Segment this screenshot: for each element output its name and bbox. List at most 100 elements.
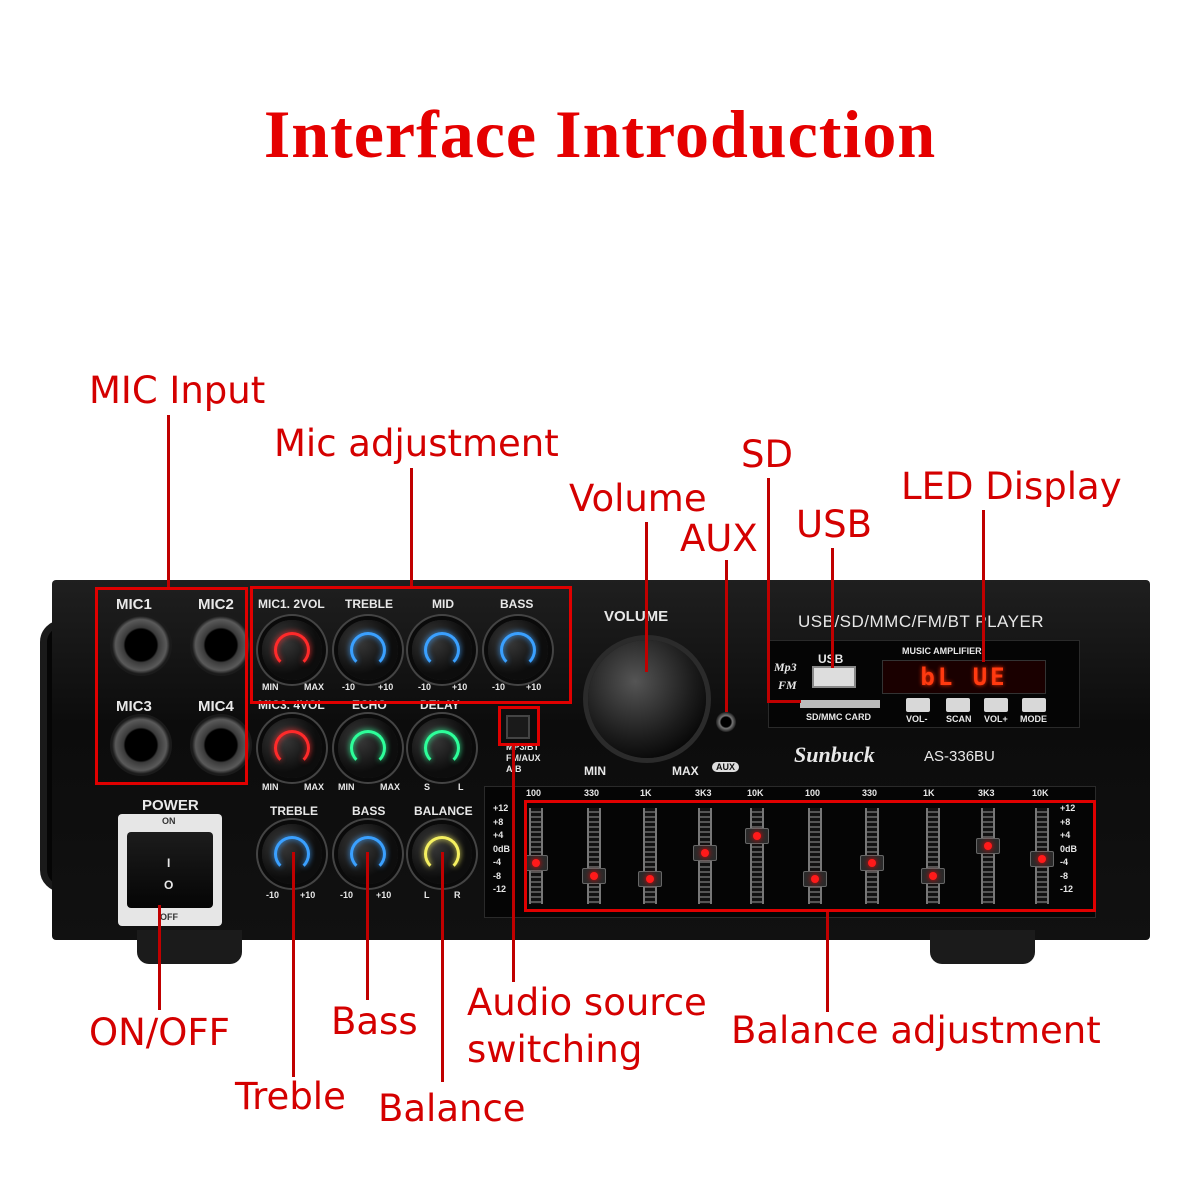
balance-leader <box>441 852 444 1082</box>
eq-db-label-right: +12 <box>1060 803 1076 813</box>
mic-mid-knob[interactable] <box>412 620 472 680</box>
mic1-label: MIC1 <box>116 596 152 613</box>
on-off-callout: ON/OFF <box>89 1011 230 1054</box>
bass-callout: Bass <box>331 1000 418 1043</box>
eq-slider-knob[interactable] <box>638 871 662 888</box>
treble-callout: Treble <box>235 1075 346 1118</box>
minus10-label: -10 <box>418 682 432 692</box>
mic-adjustment-callout: Mic adjustment <box>274 422 559 465</box>
eq-slider-knob[interactable] <box>745 828 769 844</box>
mode-button[interactable] <box>1022 698 1046 712</box>
aux-jack[interactable] <box>716 712 736 732</box>
eq-slider-knob[interactable] <box>582 868 606 884</box>
balance-adjustment-callout: Balance adjustment <box>731 1009 1101 1052</box>
mic3-jack[interactable] <box>110 714 172 776</box>
left-foot <box>137 930 242 964</box>
mic-treble-knob[interactable] <box>338 620 398 680</box>
eq-slider-knob[interactable] <box>1030 851 1054 868</box>
plus10-label: +10 <box>378 682 394 692</box>
plus10-label: +10 <box>452 682 468 692</box>
delay-knob[interactable] <box>412 718 472 778</box>
sd-leader <box>767 478 770 703</box>
vol-minus-button[interactable] <box>906 698 930 712</box>
eq-slider-knob[interactable] <box>860 854 884 871</box>
audio-source-highlight <box>498 706 540 746</box>
mic2-label: MIC2 <box>198 596 234 613</box>
audio-source-button[interactable] <box>506 715 530 739</box>
eq-slider-knob[interactable] <box>921 868 945 884</box>
scan-button[interactable] <box>946 698 970 712</box>
power-rocker-switch[interactable] <box>127 832 213 908</box>
eq-db-label-right: -12 <box>1060 884 1074 894</box>
mic34-volume-knob[interactable] <box>262 718 322 778</box>
fm-logo: FM <box>778 678 797 692</box>
eq-frequency-label: 1K <box>923 788 935 798</box>
treble-leader <box>292 852 295 1077</box>
model-number: AS-336BU <box>924 748 995 765</box>
mic4-jack[interactable] <box>190 714 252 776</box>
knob-indicator-ring <box>274 632 310 668</box>
volume-callout: Volume <box>569 477 707 520</box>
balance-l-label: L <box>424 890 430 900</box>
knob-indicator-ring <box>350 632 386 668</box>
mid-label: MID <box>432 597 454 611</box>
led-display-callout: LED Display <box>901 465 1122 508</box>
eq-db-label-left: +4 <box>493 830 504 840</box>
l-label: L <box>458 782 464 792</box>
eq-frequency-label: 10K <box>747 788 764 798</box>
mic4-label: MIC4 <box>198 698 234 715</box>
audio-source-leader <box>512 746 515 982</box>
on-label: ON <box>162 816 176 826</box>
mic2-jack[interactable] <box>190 614 252 676</box>
min-label: MIN <box>262 782 279 792</box>
knob-indicator-ring <box>424 836 460 872</box>
knob-indicator-ring <box>424 632 460 668</box>
treble-top-label: TREBLE <box>345 597 393 611</box>
bass-label: BASS <box>352 804 386 818</box>
eq-db-label-left: -8 <box>493 870 502 881</box>
eq-slider-knob[interactable] <box>693 844 717 861</box>
music-amplifier-label: MUSIC AMPLIFIER <box>902 646 982 656</box>
mic12vol-label: MIC1. 2VOL <box>258 597 325 611</box>
eq-db-label-left: +8 <box>493 816 504 827</box>
eq-db-label-right: -8 <box>1060 870 1069 881</box>
bass-leader <box>366 852 369 1000</box>
mic-input-callout: MIC Input <box>89 369 266 412</box>
audio-source-callout-line1: Audio source <box>467 981 707 1024</box>
aux-callout: AUX <box>680 517 758 560</box>
balance-label: BALANCE <box>414 804 473 818</box>
eq-slider-knob[interactable] <box>524 854 548 871</box>
plus10-label: +10 <box>376 890 392 900</box>
mic3-label: MIC3 <box>116 698 152 715</box>
knob-indicator-ring <box>274 836 310 872</box>
source-mp3bt-label: MP3/BT <box>506 742 540 752</box>
volume-label: VOLUME <box>604 608 669 625</box>
mic-input-highlight <box>95 587 248 785</box>
aux-leader <box>725 560 728 712</box>
balance-r-label: R <box>454 890 461 900</box>
eq-frequency-label: 330 <box>862 788 878 798</box>
usb-panel-label: USB <box>818 652 843 666</box>
balance-callout: Balance <box>378 1087 526 1130</box>
eq-frequency-label: 3K3 <box>978 788 995 798</box>
mic-adjustment-highlight <box>250 586 572 704</box>
echo-knob[interactable] <box>338 718 398 778</box>
mic-bass-knob[interactable] <box>488 620 548 680</box>
led-display: bL UE <box>882 660 1046 694</box>
knob-indicator-ring <box>274 730 310 766</box>
s-label: S <box>424 782 431 792</box>
mic1-jack[interactable] <box>110 614 172 676</box>
eq-slider-knob[interactable] <box>803 871 827 888</box>
mic-adjustment-leader <box>410 468 413 586</box>
min-label: MIN <box>262 682 279 692</box>
plus10-label: +10 <box>300 890 316 900</box>
mic12-volume-knob[interactable] <box>262 620 322 680</box>
usb-port[interactable] <box>812 666 856 688</box>
eq-db-label-right: +4 <box>1060 830 1071 840</box>
vol-plus-button[interactable] <box>984 698 1008 712</box>
eq-db-label-left: -12 <box>493 884 507 894</box>
rocker-i-mark: I <box>167 856 171 870</box>
sd-card-slot[interactable] <box>800 700 880 708</box>
eq-slider-knob[interactable] <box>976 838 1000 854</box>
source-fmaux-label: FM/AUX <box>506 753 541 763</box>
